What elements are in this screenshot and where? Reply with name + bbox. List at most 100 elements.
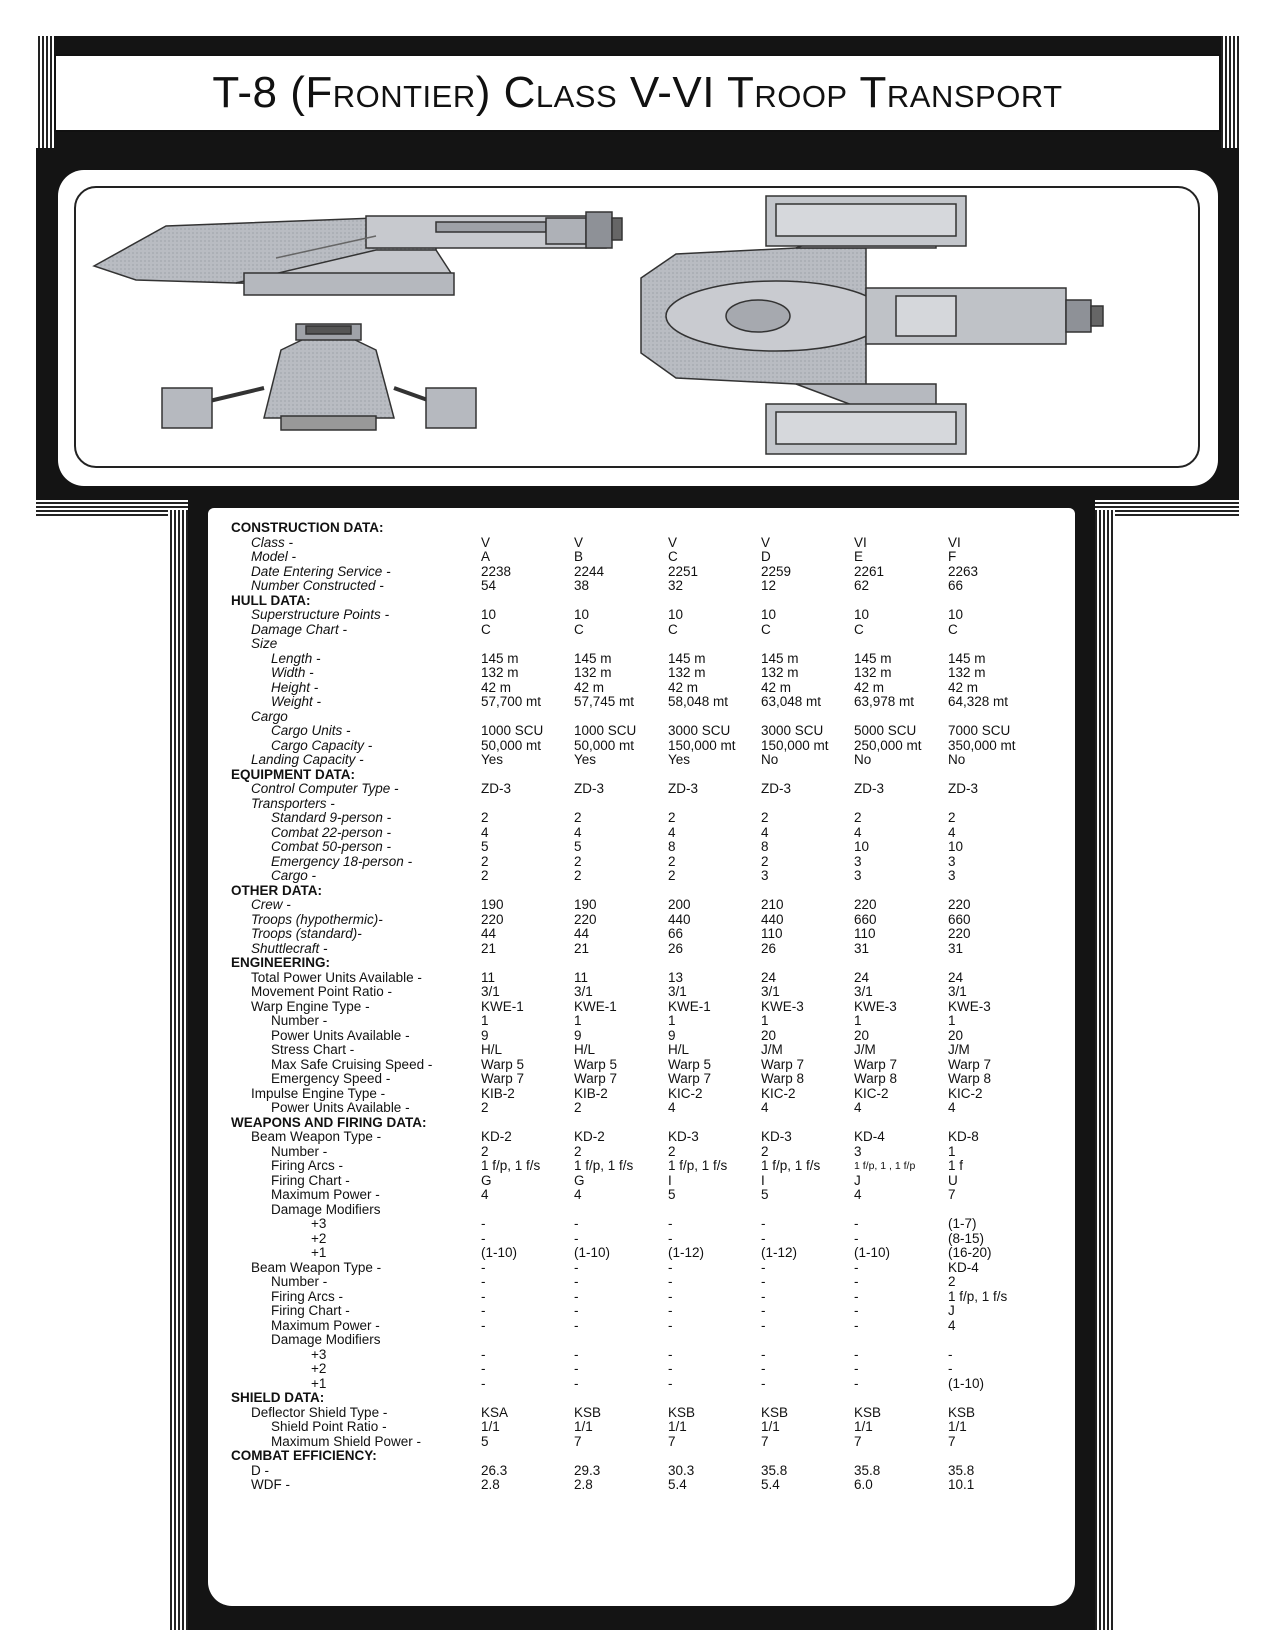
spec-value: G [481, 1172, 492, 1188]
spec-value: 21 [481, 940, 497, 956]
spec-value: 2 [668, 853, 676, 869]
spec-value: KD-2 [481, 1129, 512, 1144]
spec-value: 2 [761, 853, 769, 869]
spec-value: 10 [574, 607, 590, 622]
spec-value: - [854, 1216, 859, 1231]
spec-value: - [481, 1288, 486, 1304]
spec-value: C [948, 621, 958, 637]
frame-bevel-left [36, 36, 54, 148]
spec-value: 3000 SCU [668, 723, 731, 738]
spec-value: 5 [574, 839, 582, 854]
spec-value: 42 m [574, 679, 605, 695]
spec-value: (1-7) [948, 1216, 977, 1231]
spec-label: Movement Point Ratio - [251, 984, 393, 999]
spec-value: - [761, 1259, 766, 1275]
spec-value: 66 [948, 578, 964, 593]
spec-value: 3/1 [854, 984, 873, 999]
spec-value: Warp 5 [668, 1056, 712, 1072]
spec-value: 24 [761, 969, 777, 985]
spec-value: 42 m [481, 679, 512, 695]
spec-value: - [481, 1375, 486, 1391]
spec-value: 4 [574, 824, 582, 840]
spec-value: Yes [574, 752, 597, 767]
spec-value: 35.8 [761, 1462, 788, 1478]
spec-value: C [668, 549, 678, 564]
spec-value: 1/1 [481, 1419, 500, 1434]
spec-value: 26 [668, 940, 684, 956]
spec-value: 4 [761, 1100, 769, 1115]
spec-value: 8 [668, 839, 676, 854]
data-frame-bevel-right [1095, 510, 1115, 1630]
spec-value: VI [854, 534, 867, 550]
spec-value: - [761, 1303, 766, 1318]
spec-label: Maximum Power - [271, 1187, 380, 1202]
spec-label: Shield Point Ratio - [271, 1419, 387, 1434]
spec-value: 1000 SCU [574, 723, 637, 738]
spec-label: +1 [311, 1245, 327, 1260]
spec-value: 660 [854, 911, 877, 927]
spec-value: 132 m [761, 665, 799, 680]
spec-value: KSB [668, 1404, 696, 1420]
spec-value: 26 [761, 940, 777, 956]
spec-value: KWE-1 [574, 998, 617, 1014]
spec-value: 1 f/p, 1 f/s [481, 1158, 541, 1173]
spec-value: 2 [481, 1143, 489, 1159]
spec-value: 1 [668, 1013, 676, 1028]
spec-value: 13 [668, 969, 684, 985]
spec-label: Date Entering Service - [251, 563, 391, 579]
spec-value: 10.1 [948, 1477, 975, 1492]
spec-value: 2 [668, 868, 676, 883]
spec-value: C [574, 621, 584, 637]
spec-label: Crew - [251, 897, 291, 912]
spec-value: 350,000 mt [948, 737, 1016, 753]
spec-value: 31 [854, 940, 870, 956]
spec-value: - [481, 1259, 486, 1275]
spec-value: 5.4 [668, 1477, 687, 1492]
spec-value: I [761, 1172, 765, 1188]
spec-value: 20 [761, 1027, 777, 1043]
spec-value: 6.0 [854, 1477, 873, 1492]
spec-value: - [481, 1303, 486, 1318]
spec-value: 2263 [948, 563, 979, 579]
spec-value: 5000 SCU [854, 723, 917, 738]
spec-label: Standard 9-person - [271, 810, 392, 825]
spec-value: 29.3 [574, 1462, 601, 1478]
spec-value: 145 m [668, 650, 706, 666]
spec-value: 3/1 [761, 984, 780, 999]
spec-value: 190 [481, 897, 504, 912]
spec-value: - [668, 1274, 673, 1289]
spec-label: Firing Arcs - [271, 1158, 344, 1173]
spec-value: 10 [948, 839, 964, 854]
spec-value: 63,048 mt [761, 694, 822, 709]
spec-value: Warp 8 [948, 1071, 992, 1086]
spec-value: 2 [481, 868, 489, 883]
spec-value: 58,048 mt [668, 694, 729, 709]
spec-label: Model - [251, 549, 297, 564]
spec-value: 660 [948, 911, 971, 927]
spec-value: - [761, 1288, 766, 1304]
spec-value: 3000 SCU [761, 723, 824, 738]
spec-value: 5 [668, 1187, 676, 1202]
spec-label: Emergency 18-person - [271, 853, 413, 869]
spec-value: 1 [481, 1013, 489, 1028]
spec-value: 145 m [481, 650, 519, 666]
spec-value: - [668, 1361, 673, 1376]
spec-value: 2 [574, 868, 582, 883]
spec-value: KWE-1 [481, 998, 524, 1014]
spec-value: - [481, 1230, 486, 1246]
spec-label: Number Constructed - [251, 578, 384, 593]
spec-value: ZD-3 [761, 781, 791, 796]
spec-value: No [761, 752, 779, 767]
spec-value: KD-3 [761, 1129, 792, 1144]
spec-value: 7 [854, 1433, 862, 1449]
ship-illustration-frame [74, 186, 1200, 468]
spec-value: 1 [574, 1013, 582, 1028]
page-title: T-8 (Frontier) Class V-VI Troop Transpor… [212, 68, 1063, 117]
spec-value: V [574, 534, 584, 550]
spec-value: 220 [481, 911, 504, 927]
spec-value: KD-8 [948, 1129, 979, 1144]
ship-illustration-panel [58, 170, 1218, 486]
spec-value: 4 [481, 824, 489, 840]
spec-value: 2 [574, 1143, 582, 1159]
spec-label: WDF - [251, 1477, 290, 1492]
